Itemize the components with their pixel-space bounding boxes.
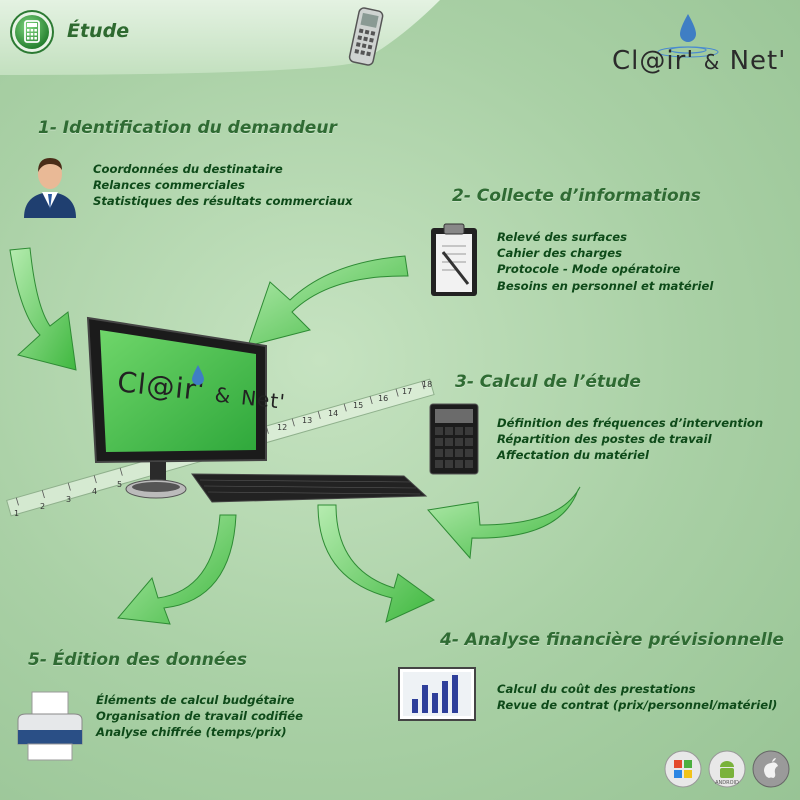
section-3-list: Définition des fréquences d’intervention… — [497, 415, 763, 464]
list-item: Cahier des charges — [497, 246, 623, 261]
list-item: Répartition des postes de travail — [497, 432, 712, 447]
header-band — [0, 0, 440, 75]
list-item: Relevé des surfaces — [497, 230, 627, 244]
phone-icon — [348, 6, 384, 68]
windows-icon[interactable] — [664, 750, 702, 788]
section-4-list: Calcul du coût des prestations Revue de … — [497, 681, 777, 713]
section-4-title: 4- Analyse financière prévisionnelle — [440, 630, 784, 650]
list-item: Protocole - Mode opératoire — [497, 262, 681, 277]
screen-logo-drop-icon — [190, 364, 206, 386]
svg-text:ANDROID: ANDROID — [715, 780, 739, 786]
section-5-list: Éléments de calcul budgétaire Organisati… — [96, 692, 303, 741]
user-icon — [20, 150, 80, 220]
list-item: Organisation de travail codifiée — [96, 709, 304, 724]
section-3-title: 3- Calcul de l’étude — [455, 372, 641, 392]
bar-chart-icon — [398, 667, 476, 721]
section-2-title: 2- Collecte d’informations — [452, 186, 701, 206]
section-5-title: 5- Édition des données — [28, 650, 248, 670]
section-1-list: Coordonnées du destinataire Relances com… — [93, 161, 353, 210]
screen-logo-end: Net' — [240, 385, 287, 414]
brand-logo: Cl@ir' & Net' — [608, 10, 785, 80]
section-2-list: Relevé des surfaces Cahier des charges P… — [497, 229, 713, 294]
list-item: Besoins en personnel et matériel — [497, 278, 714, 293]
list-item: Analyse chiffrée (temps/prix) — [96, 725, 287, 740]
android-icon[interactable]: ANDROID — [708, 750, 746, 788]
page-title: Étude — [67, 20, 130, 42]
printer-icon — [14, 690, 86, 766]
section-1-title: 1- Identification du demandeur — [38, 118, 337, 138]
screen-logo-amp: & — [213, 382, 233, 409]
calculator-icon — [428, 402, 480, 476]
apple-icon[interactable] — [752, 750, 790, 788]
list-item: Revue de contrat (prix/personnel/matérie… — [497, 698, 778, 713]
list-item: Statistiques des résultats commerciaux — [93, 194, 353, 209]
logo-text-amp: & — [703, 50, 721, 74]
list-item: Relances commerciales — [93, 178, 245, 193]
list-item: Éléments de calcul budgétaire — [96, 693, 295, 707]
logo-text-main: Cl@ir' — [612, 46, 695, 76]
list-item: Coordonnées du destinataire — [93, 162, 283, 176]
logo-text-end: Net' — [729, 46, 787, 76]
clipboard-icon — [428, 222, 480, 298]
calculator-app-icon[interactable] — [10, 10, 54, 54]
list-item: Définition des fréquences d’intervention — [497, 416, 764, 430]
list-item: Calcul du coût des prestations — [497, 682, 696, 696]
list-item: Affectation du matériel — [497, 448, 649, 463]
